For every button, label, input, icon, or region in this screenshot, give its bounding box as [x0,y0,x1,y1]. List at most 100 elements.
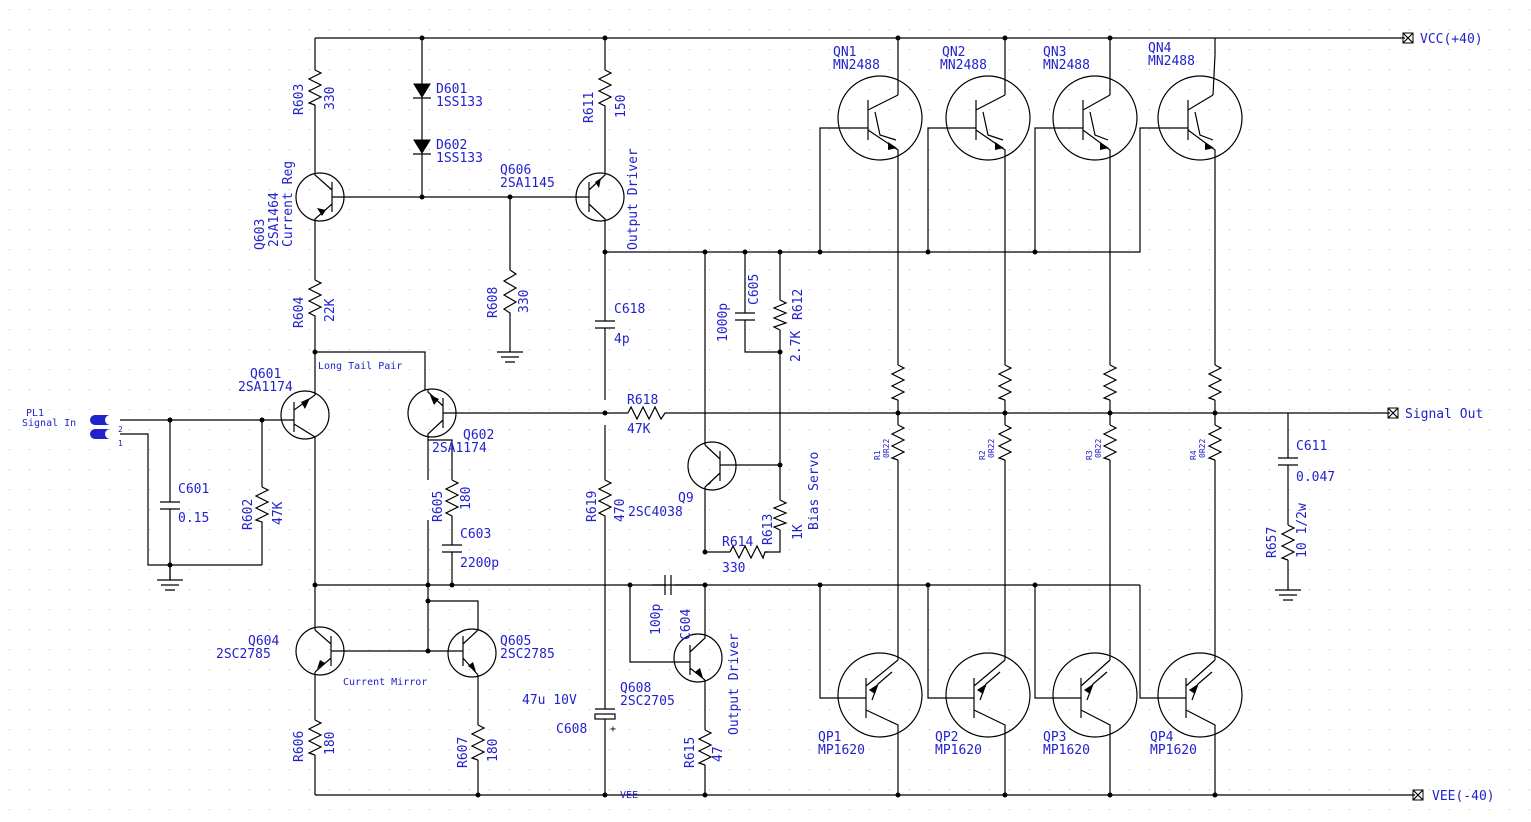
q608-part: 2SC2705 [620,694,675,709]
capacitor-symbols: + [160,305,1298,735]
qp3-part: MP1620 [1043,743,1090,758]
vee-label: VEE(-40) [1432,789,1495,804]
transistor-qp3 [1052,652,1138,738]
q606-role: Output Driver [626,148,641,250]
q605-part: 2SC2785 [500,647,555,662]
capacitor-c608: + [594,705,616,735]
c608-ref: C608 [556,722,587,737]
svg-text:+: + [610,724,616,735]
resistor-r608 [502,269,518,320]
vcc-port-icon [1402,32,1414,44]
q606-part: 2SA1145 [500,176,555,191]
bias-servo-note: Bias Servo [807,452,822,530]
ground-r608 [497,351,523,363]
resistor-r603 [307,69,323,106]
resistor-r2 [997,424,1013,461]
r611-ref: R611 [582,92,597,123]
r605-value: 180 [459,487,474,510]
capacitor-c604 [664,575,672,595]
resistor-r619 [597,479,613,520]
q9-part: 2SC4038 [628,505,683,520]
junctions [167,35,1218,798]
resistor-r604 [307,279,323,325]
c604-value: 100p [649,604,664,635]
long-tail-note: Long Tail Pair [318,361,402,372]
r604-value: 22K [323,298,338,322]
r603-value: 330 [323,87,338,110]
d601-part: 1SS133 [436,95,483,110]
vee-port-icon [1412,789,1424,801]
resistor-r613 [772,499,788,531]
transistor-q604 [295,626,345,676]
r2-ref: R2 [978,450,987,460]
resistor-r3 [1102,424,1118,461]
q608-ref: Q608 [620,681,651,696]
resistor-r618 [627,405,668,421]
capacitor-c601 [160,497,180,513]
qn2-ref: QN2 [942,45,965,60]
r619-value: 470 [613,499,628,522]
r4-value: 0R22 [1198,439,1207,458]
capacitor-c618 [595,315,615,335]
r607-value: 180 [486,739,501,762]
qn4-part: MN2488 [1148,54,1195,69]
resistor-r4 [1207,424,1223,461]
c604-ref: C604 [679,609,694,640]
resistor-r614 [729,544,768,560]
r614-ref: R614 [722,535,753,550]
resistor-r612 [772,299,788,331]
capacitor-c611 [1278,455,1298,470]
resistor-r602 [254,486,270,528]
q601-ref: Q601 [250,367,281,382]
ground-symbols [157,351,1301,601]
r602-ref: R602 [241,499,256,530]
transistor-qp2 [945,652,1031,738]
capacitor-c603 [442,540,462,555]
d602-ref: D602 [436,138,467,153]
diode-symbols [413,75,431,162]
r615-value: 47 [711,746,726,762]
r608-ref: R608 [486,287,501,318]
r611-value: 150 [614,95,629,118]
port-marks [1387,32,1424,801]
vee-net-label: VEE [620,790,638,801]
r606-ref: R606 [292,731,307,762]
q602-part: 2SA1174 [432,441,487,456]
c603-value: 2200p [460,556,499,571]
transistor-q601 [280,390,330,440]
q605-ref: Q605 [500,634,531,649]
r605-ref: R605 [431,491,446,522]
qn1-ref: QN1 [833,45,856,60]
qp4-ref: QP4 [1150,730,1174,745]
r603-ref: R603 [292,84,307,115]
ground-input [157,579,183,591]
c618-value: 4p [614,332,630,347]
qn2-part: MN2488 [940,58,987,73]
resistor-qn4-base [1207,364,1223,401]
r602-value: 47K [271,501,286,525]
qp4-part: MP1620 [1150,743,1197,758]
resistor-r607 [470,724,486,761]
qp1-part: MP1620 [818,743,865,758]
resistor-qn1-base [890,364,906,401]
resistor-r605 [444,479,460,520]
transistor-qp1 [837,652,923,738]
transistor-q9 [687,441,737,491]
resistor-r606 [307,719,323,756]
c618-ref: C618 [614,302,645,317]
c603-ref: C603 [460,527,491,542]
diode-d601 [413,75,431,108]
r615-ref: R615 [683,737,698,768]
vcc-label: VCC(+40) [1420,32,1483,47]
r612-ref: R612 [791,289,806,320]
c605-ref: C605 [747,274,762,305]
q603-ref: Q603 [253,219,268,250]
labels: VCC(+40) Signal Out VEE(-40) VEE PL1 Sig… [22,32,1495,804]
transistor-qn3 [1052,75,1138,161]
r612-value: 2.7K [789,331,804,362]
qn3-ref: QN3 [1043,45,1066,60]
qn3-part: MN2488 [1043,58,1090,73]
c611-ref: C611 [1296,439,1327,454]
transistor-qn4 [1157,75,1243,161]
